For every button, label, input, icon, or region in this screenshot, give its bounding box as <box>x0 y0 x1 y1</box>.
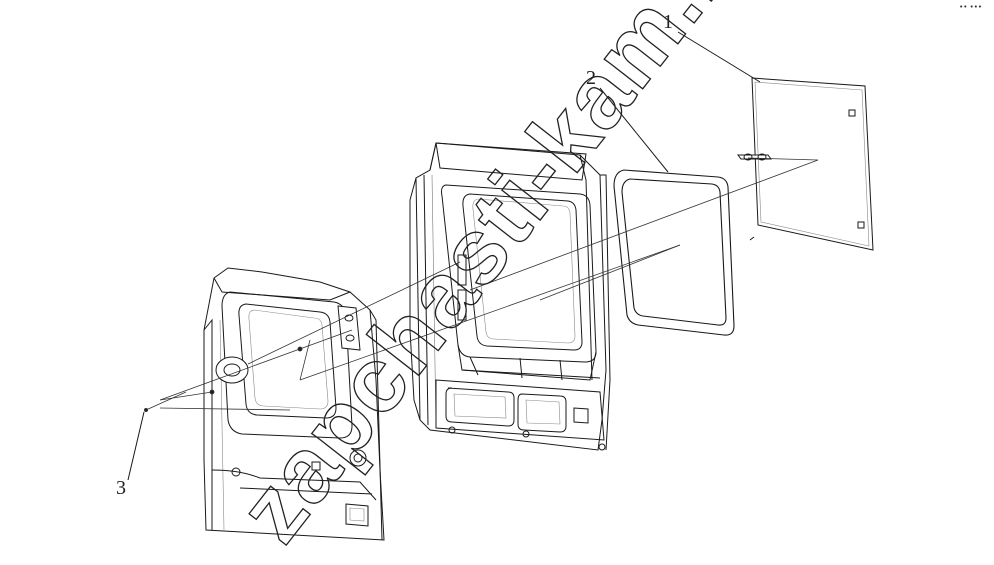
callout-2: 2 <box>586 67 596 89</box>
leader-3 <box>127 411 145 481</box>
assembly-lines <box>143 157 819 412</box>
callout-1: 1 <box>663 11 673 33</box>
inner-trim-panel <box>203 267 385 541</box>
callout-leaders <box>127 31 761 481</box>
leader-1 <box>677 31 761 83</box>
corner-mark: •• ••• <box>959 3 982 11</box>
leader-2 <box>599 87 669 173</box>
rear-cab-wall <box>409 142 611 451</box>
callout-3: 3 <box>116 477 126 499</box>
part-2-window-seal <box>613 169 735 336</box>
part-1-glass-panel <box>737 77 874 251</box>
